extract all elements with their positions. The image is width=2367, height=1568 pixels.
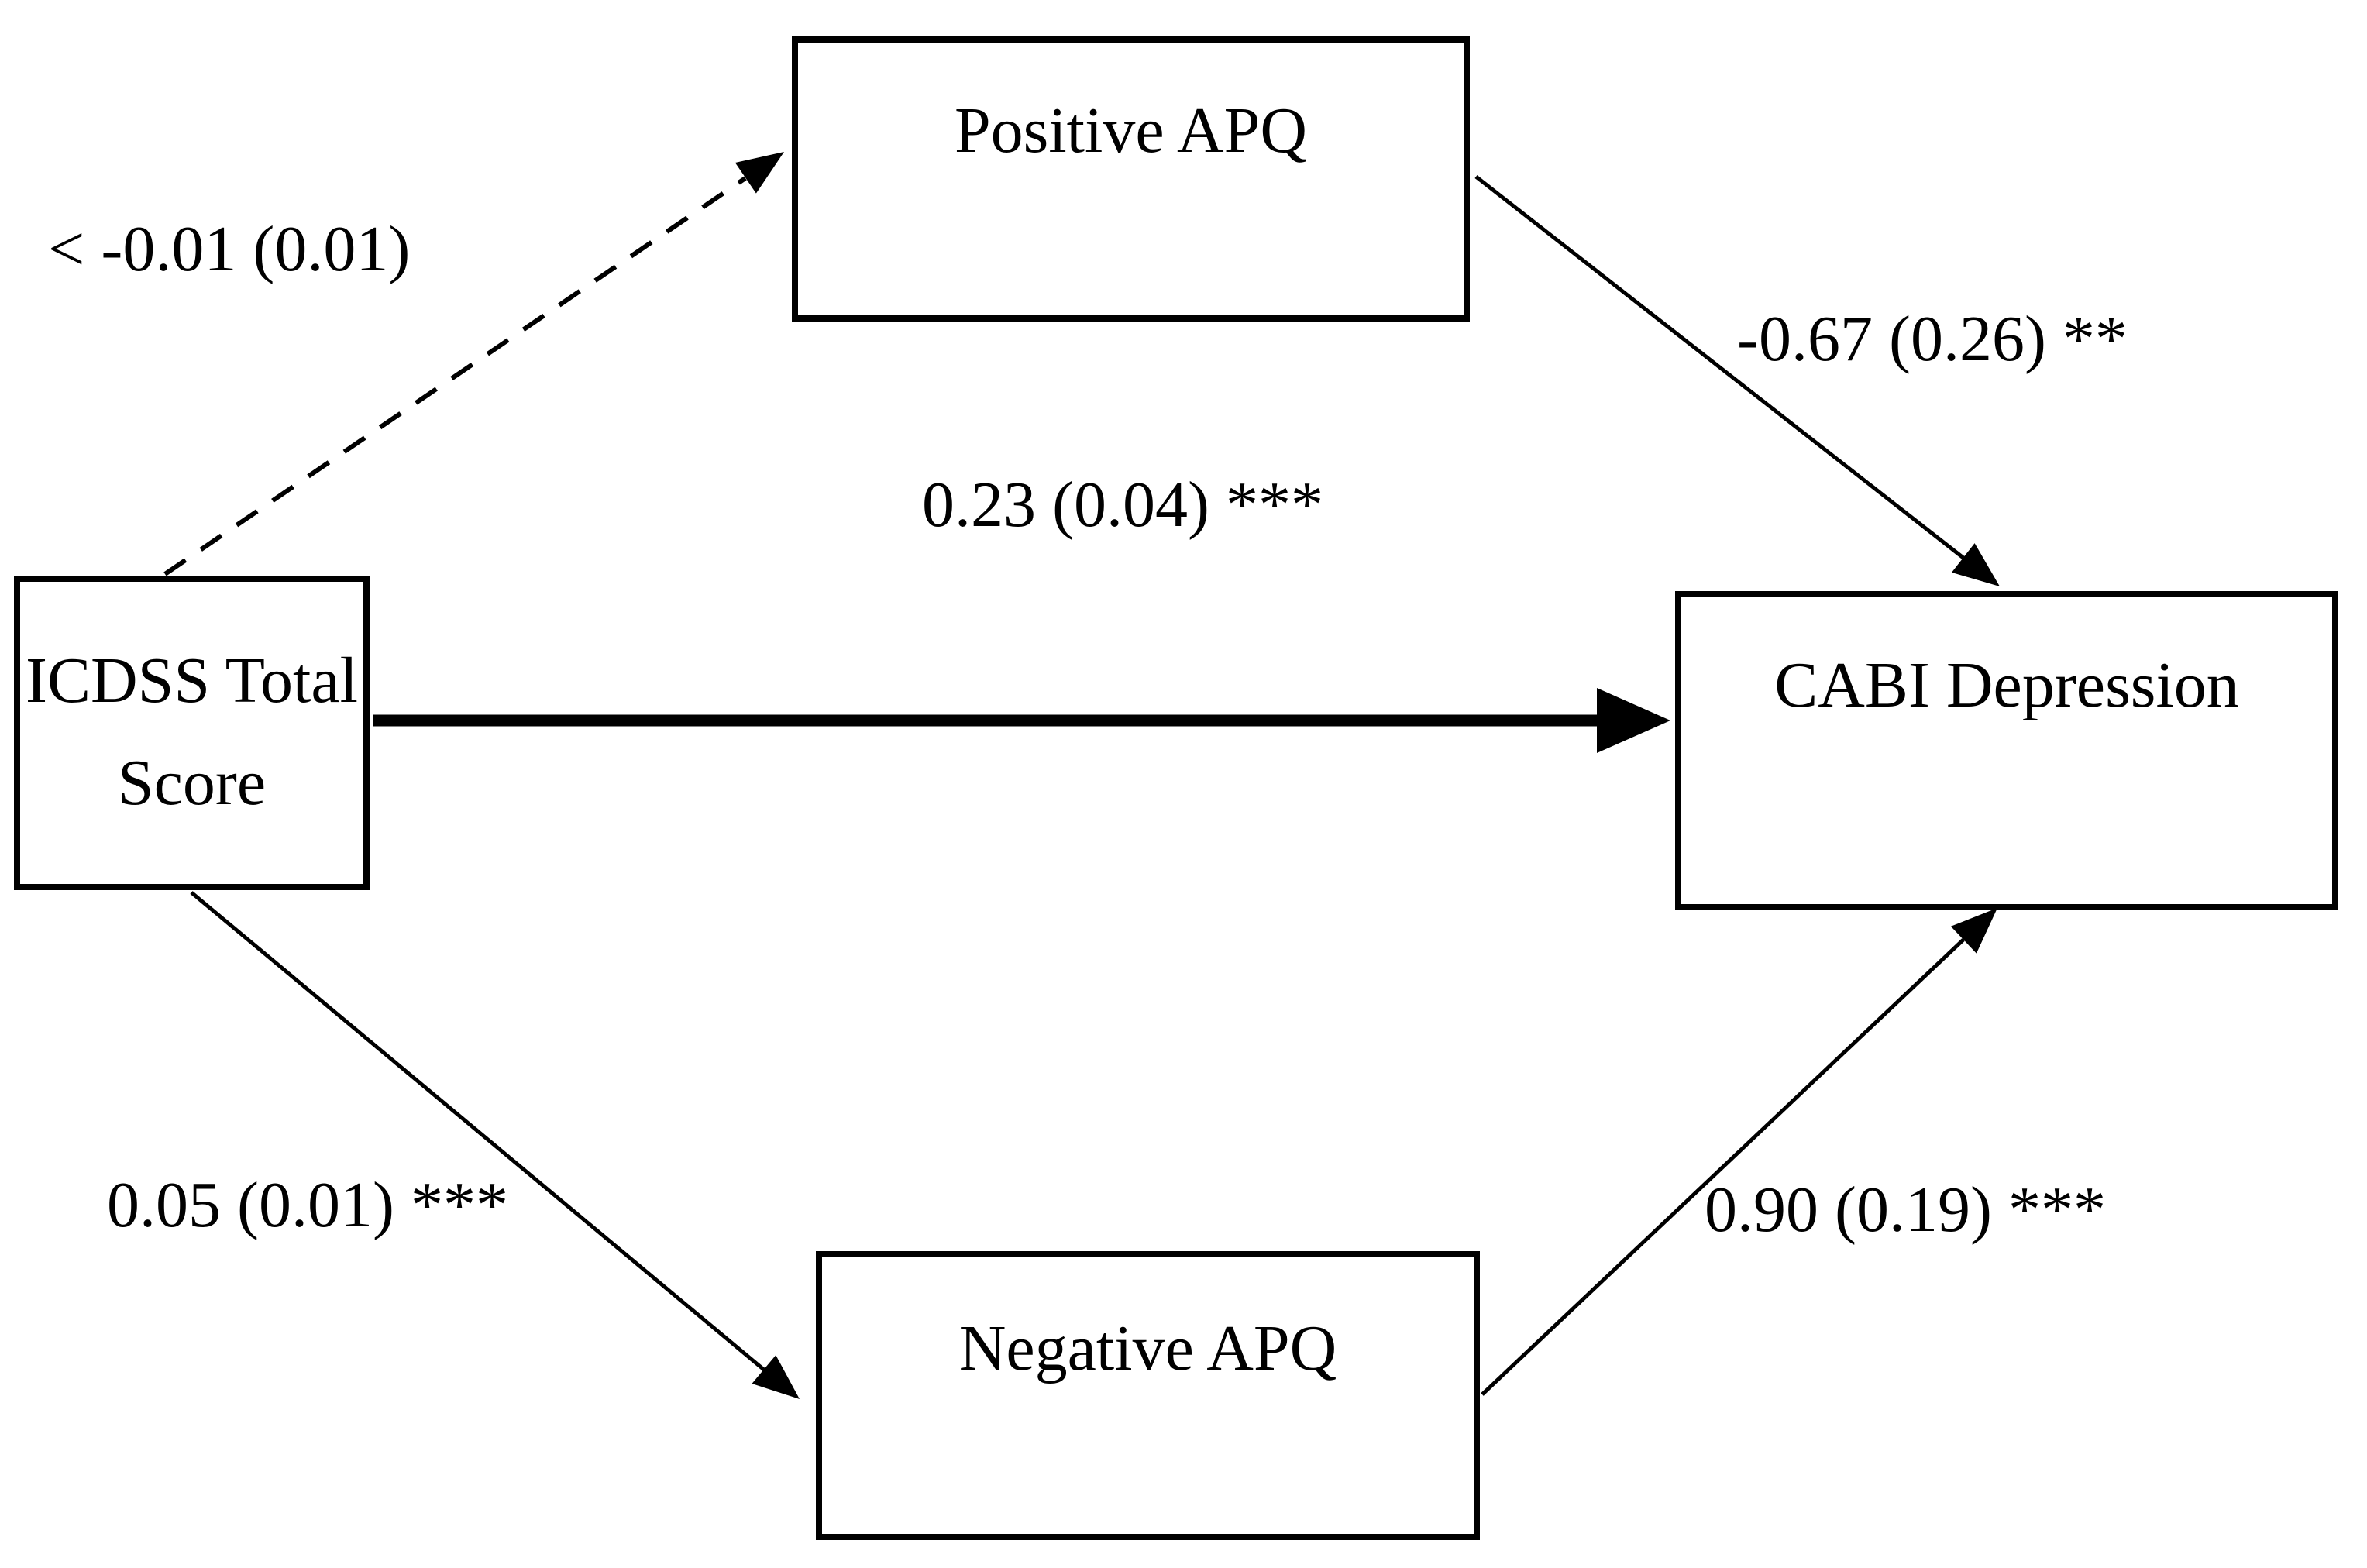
node-icdss-label-line1: ICDSS Total xyxy=(26,645,358,717)
coefficient-icdss-to-cabi: 0.23 (0.04) *** xyxy=(922,469,1323,541)
node-icdss-total-score: ICDSS Total Score xyxy=(14,576,370,890)
node-positive-apq-label: Positive APQ xyxy=(954,95,1308,167)
arrow-positive-to-cabi-head xyxy=(1952,543,2000,586)
node-cabi-depression-label: CABI Depression xyxy=(1774,649,2239,721)
arrow-icdss-to-negative-line xyxy=(190,891,765,1371)
arrow-negative-to-cabi-line xyxy=(1481,938,1965,1396)
arrow-positive-to-cabi-line xyxy=(1474,175,1965,559)
node-positive-apq: Positive APQ xyxy=(792,36,1470,322)
coefficient-icdss-to-negative: 0.05 (0.01) *** xyxy=(107,1169,508,1241)
arrow-negative-to-cabi-head xyxy=(1950,908,1997,954)
node-negative-apq: Negative APQ xyxy=(816,1251,1480,1540)
coefficient-icdss-to-positive: < -0.01 (0.01) xyxy=(48,213,411,285)
arrow-icdss-to-cabi-head xyxy=(1597,688,1670,753)
arrow-icdss-to-negative-head xyxy=(752,1355,800,1399)
arrow-icdss-to-positive-head xyxy=(735,152,784,194)
node-icdss-label-line2: Score xyxy=(117,747,267,819)
coefficient-negative-to-cabi: 0.90 (0.19) *** xyxy=(1705,1174,2106,1246)
arrow-icdss-to-positive-line xyxy=(163,176,747,576)
node-negative-apq-label: Negative APQ xyxy=(958,1312,1337,1384)
coefficient-positive-to-cabi: -0.67 (0.26) ** xyxy=(1737,303,2128,375)
node-cabi-depression: CABI Depression xyxy=(1675,591,2338,910)
